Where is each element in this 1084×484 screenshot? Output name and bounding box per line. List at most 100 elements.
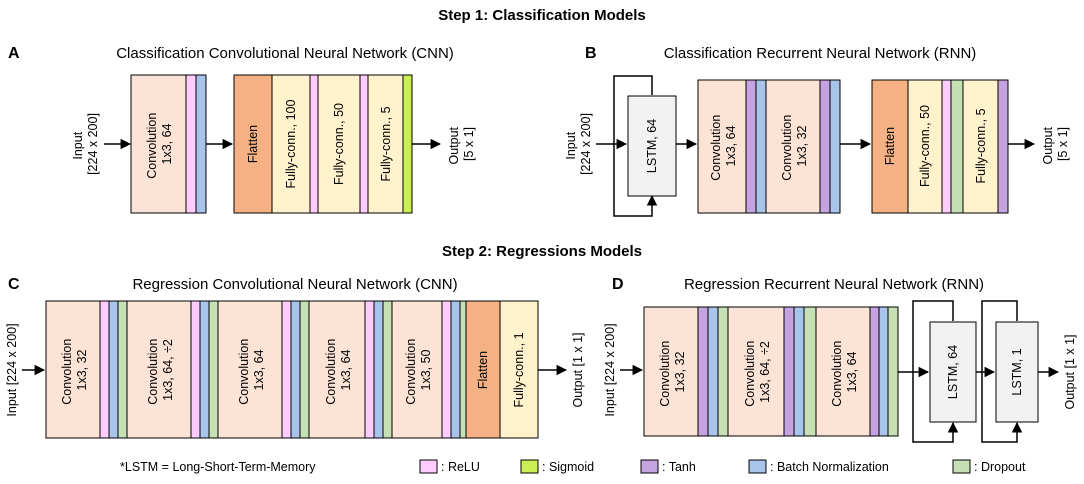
panel-d-title: Regression Recurrent Neural Network (RNN… bbox=[684, 276, 984, 293]
panel-c-conv4-block bbox=[308, 300, 366, 439]
panel-c-conv5-batchnorm bbox=[450, 300, 461, 439]
panel-b: B Classification Recurrent Neural Networ… bbox=[564, 45, 1070, 217]
panel-d-conv1-batchnorm bbox=[707, 306, 719, 437]
panel-c-conv5-dropout bbox=[459, 300, 467, 439]
panel-b-fc1-label: Fully-conn., 50 bbox=[918, 105, 932, 187]
panel-a-fc1-label: Fully-conn., 100 bbox=[284, 99, 298, 188]
panel-d-conv3-tanh bbox=[869, 306, 880, 437]
legend-label-sigmoid: : Sigmoid bbox=[542, 460, 594, 474]
panel-c-conv2-batchnorm bbox=[199, 300, 210, 439]
panel-c-conv3-line2: 1x3, 64 bbox=[252, 349, 266, 390]
panel-c-conv4-dropout bbox=[382, 300, 393, 439]
panel-d-lstm1-loop-arrow bbox=[912, 300, 959, 443]
panel-c-conv2-dropout bbox=[208, 300, 219, 439]
panel-c-conv5-line1: Convolution bbox=[404, 339, 418, 405]
panel-b-input-line2: [224 x 200] bbox=[579, 113, 593, 175]
panel-b-flatten-block bbox=[871, 79, 909, 214]
panel-c-conv2-relu bbox=[190, 300, 201, 439]
panel-d-conv3-line2: 1x3, 64 bbox=[845, 351, 859, 392]
panel-c-conv2-line1: Convolution bbox=[146, 339, 160, 405]
step2-title: Step 2: Regressions Models bbox=[442, 243, 642, 260]
legend-label-batchnorm: : Batch Normalization bbox=[770, 460, 889, 474]
panel-b-conv2-label: Convolution 1x3, 32 bbox=[780, 111, 809, 181]
panel-b-fc2-label: Fully-conn., 5 bbox=[974, 108, 988, 183]
panel-c-conv3-dropout bbox=[299, 300, 310, 439]
panel-a-input-line2: [224 x 200] bbox=[86, 113, 100, 175]
panel-a-title: Classification Convolutional Neural Netw… bbox=[116, 45, 454, 62]
panel-c-title: Regression Convolutional Neural Network … bbox=[132, 276, 457, 293]
panel-c-flatten-block bbox=[465, 300, 501, 439]
panel-d-conv1-line2: 1x3, 32 bbox=[673, 351, 687, 392]
panel-c-conv3-relu bbox=[281, 300, 292, 439]
panel-b-input-label: Input [224 x 200] bbox=[564, 113, 593, 175]
legend-swatch-tanh bbox=[640, 459, 659, 474]
panel-a-fc3-label: Fully-conn., 5 bbox=[379, 106, 393, 181]
panel-a-flatten-block bbox=[233, 74, 273, 214]
panel-d-letter: D bbox=[612, 276, 624, 293]
panel-c-conv3-label: Convolution 1x3, 64 bbox=[237, 335, 266, 405]
panel-c-conv3-block bbox=[217, 300, 283, 439]
panel-b-conv2-line1: Convolution bbox=[780, 115, 794, 181]
legend-label-dropout: : Dropout bbox=[974, 460, 1026, 474]
panel-a-output-label: Output [5 x 1] bbox=[447, 123, 476, 164]
panel-d-conv1-tanh bbox=[697, 306, 709, 437]
panel-a-batchnorm-layer bbox=[195, 74, 207, 214]
panel-a-fc3-block bbox=[367, 74, 404, 214]
panel-d-conv3-batchnorm bbox=[878, 306, 889, 437]
panel-b-conv1-line2: 1x3, 64 bbox=[724, 125, 738, 166]
panel-d-conv1-block bbox=[643, 306, 699, 437]
panel-c-conv4-batchnorm bbox=[373, 300, 384, 439]
legend-swatch-relu bbox=[419, 459, 438, 474]
panel-c-output-label: Output [1 x 1] bbox=[571, 332, 585, 407]
panel-c-conv5-block bbox=[391, 300, 443, 439]
panel-a-sigmoid-layer bbox=[402, 74, 413, 214]
panel-b-flatten-label: Flatten bbox=[883, 127, 897, 165]
panel-a-conv-line1: Convolution bbox=[145, 113, 159, 179]
legend-swatch-sigmoid bbox=[520, 459, 539, 474]
panel-d-conv2-tanh bbox=[783, 306, 795, 437]
panel-a-letter: A bbox=[8, 45, 20, 62]
panel-d-lstm2-loop-arrow bbox=[981, 300, 1023, 443]
panel-c-conv1-line2: 1x3, 32 bbox=[75, 349, 89, 390]
panel-c-conv4-relu bbox=[364, 300, 375, 439]
panel-a-conv-block bbox=[130, 74, 187, 214]
panel-c-flatten-label: Flatten bbox=[476, 351, 490, 389]
panel-a-relu-layer bbox=[185, 74, 197, 214]
panel-c-conv5-line2: 1x3, 50 bbox=[419, 349, 433, 390]
panel-d-conv3-label: Convolution 1x3, 64 bbox=[830, 337, 859, 407]
panel-a-conv-line2: 1x3, 64 bbox=[160, 123, 174, 164]
panel-b-conv1-line1: Convolution bbox=[709, 115, 723, 181]
panel-b-letter: B bbox=[585, 45, 597, 62]
panel-d-lstm1-block bbox=[929, 321, 977, 423]
panel-c-conv1-batchnorm bbox=[108, 300, 119, 439]
panel-a-fc2-label: Fully-conn., 50 bbox=[332, 103, 346, 185]
panel-c-conv5-relu bbox=[441, 300, 452, 439]
legend: : ReLU : Sigmoid : Tanh : Batch Normaliz… bbox=[419, 459, 1026, 474]
panel-d-conv1-label: Convolution 1x3, 32 bbox=[658, 337, 687, 407]
panel-a-input-label: Input [224 x 200] bbox=[71, 113, 100, 175]
panel-c-conv4-label: Convolution 1x3, 64 bbox=[324, 335, 353, 405]
panel-b-conv2-tanh bbox=[819, 79, 831, 214]
panel-b-output-label: Output [5 x 1] bbox=[1041, 123, 1070, 164]
panel-d-conv2-line2: 1x3, 64, ÷2 bbox=[758, 341, 772, 403]
panel-c-conv4-line1: Convolution bbox=[324, 339, 338, 405]
panel-b-conv2-block bbox=[765, 79, 821, 214]
panel-d-lstm1-label: LSTM, 64 bbox=[946, 345, 960, 399]
panel-c-conv4-line2: 1x3, 64 bbox=[339, 349, 353, 390]
panel-a-flatten-label: Flatten bbox=[246, 125, 260, 163]
panel-b-conv2-line2: 1x3, 32 bbox=[795, 125, 809, 166]
panel-c-conv1-dropout bbox=[117, 300, 128, 439]
panel-c-conv1-line1: Convolution bbox=[60, 339, 74, 405]
panel-c-conv2-block bbox=[126, 300, 192, 439]
panel-a-conv-label: Convolution 1x3, 64 bbox=[145, 109, 174, 179]
panel-c-conv1-relu bbox=[99, 300, 110, 439]
panel-d-input-label: Input [224 x 200] bbox=[603, 323, 617, 416]
panel-a-fc1-relu bbox=[309, 74, 319, 214]
panel-d-conv2-batchnorm bbox=[793, 306, 805, 437]
panel-d-conv3-dropout bbox=[887, 306, 899, 437]
panel-c-conv1-label: Convolution 1x3, 32 bbox=[60, 335, 89, 405]
panel-b-fc1-relu bbox=[941, 79, 952, 214]
panel-d-conv1-line1: Convolution bbox=[658, 341, 672, 407]
panel-d-output-label: Output [1 x 1] bbox=[1063, 334, 1077, 409]
panel-b-fc1-block bbox=[907, 79, 943, 214]
